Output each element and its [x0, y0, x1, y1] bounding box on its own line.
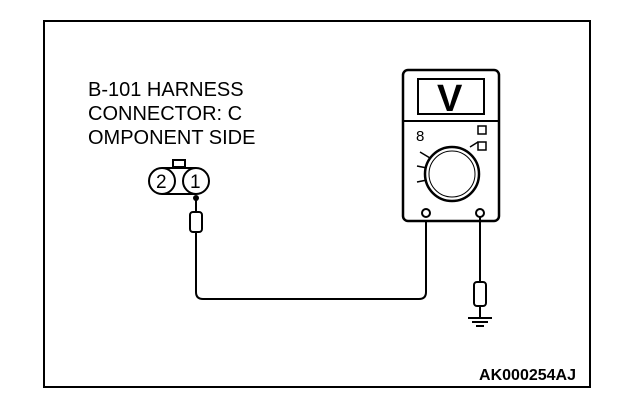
- voltmeter-display-v: V: [437, 78, 463, 120]
- connector-label-line3: OMPONENT SIDE: [88, 127, 255, 149]
- voltmeter: V 8: [401, 68, 501, 223]
- figure-frame: [43, 20, 591, 388]
- connector-pin-2-label: 2: [156, 172, 167, 193]
- connector-lock-tab: [172, 159, 186, 168]
- connector-label-line2: CONNECTOR: C: [88, 103, 242, 125]
- voltmeter-button-lower: [477, 141, 487, 151]
- ground-probe-body: [473, 281, 487, 307]
- voltmeter-scale-mark: 8: [416, 128, 424, 145]
- voltmeter-jack-negative: [475, 208, 485, 218]
- voltmeter-display: [417, 78, 485, 115]
- connector-pin-1-label: 1: [190, 172, 201, 193]
- test-probe-connector-side: [189, 198, 203, 233]
- voltmeter-dial-inner: [428, 150, 476, 198]
- figure-code: AK000254AJ: [479, 367, 576, 384]
- voltmeter-dial-ticks: [416, 141, 479, 183]
- negative-lead-ground: [468, 217, 492, 327]
- harness-connector: 2 1: [148, 159, 210, 201]
- positive-test-lead: [195, 213, 427, 300]
- connector-label-line1: B-101 HARNESS: [88, 79, 244, 101]
- voltmeter-button-upper: [477, 125, 487, 135]
- voltmeter-jack-positive: [421, 208, 431, 218]
- probe-body: [189, 211, 203, 233]
